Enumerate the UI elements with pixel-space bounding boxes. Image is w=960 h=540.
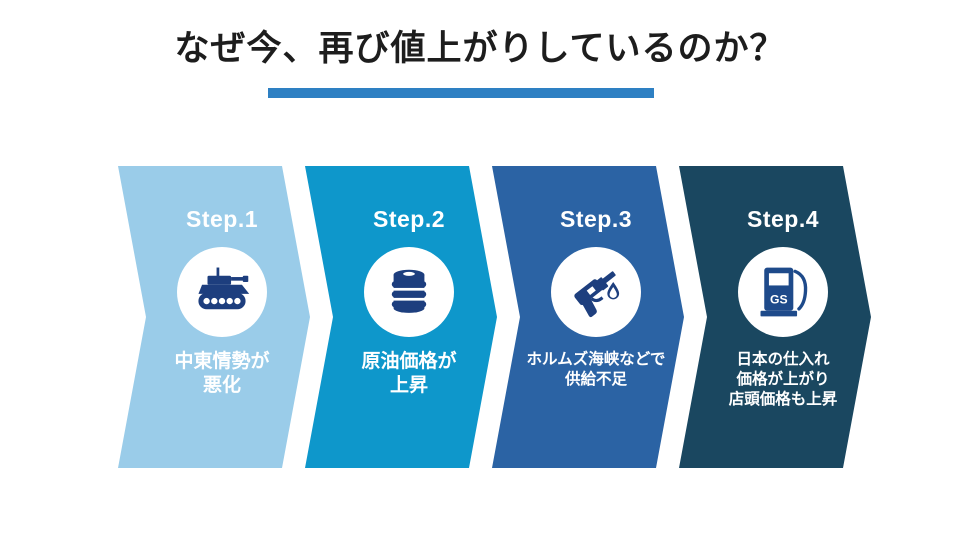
- step-chevron-4: Step.4 GS 日本の仕入れ 価格が上がり 店頭価格も上昇: [679, 166, 871, 468]
- step-chevron-2: Step.2 原油価格が 上昇: [305, 166, 497, 468]
- gas-pump-icon: GS: [753, 262, 813, 322]
- fuel-nozzle-icon: [567, 263, 625, 321]
- icon-circle: [364, 247, 454, 337]
- step-caption: 中東情勢が 悪化: [174, 351, 270, 397]
- step-label: Step.4: [746, 206, 820, 232]
- oil-barrel-icon: [380, 263, 438, 321]
- step-label: Step.3: [559, 206, 633, 232]
- step-caption: 日本の仕入れ 価格が上がり 店頭価格も上昇: [728, 351, 838, 408]
- step-chevron-3: Step.3 ホルムズ海峡などで 供給不足: [492, 166, 684, 468]
- step-label: Step.2: [372, 206, 446, 232]
- step-caption: 原油価格が 上昇: [361, 351, 457, 397]
- icon-circle: [551, 247, 641, 337]
- page-title: なぜ今、再び値上がりしているのか？: [174, 29, 786, 68]
- title-accent-bar: [268, 88, 654, 98]
- step-label: Step.1: [185, 206, 259, 232]
- tank-icon: [193, 263, 251, 321]
- gs-text: GS: [770, 292, 788, 306]
- icon-circle: [177, 247, 267, 337]
- step-chevron-1: Step.1 中東情勢が 悪化: [118, 166, 310, 468]
- step-caption: ホルムズ海峡などで 供給不足: [526, 351, 666, 388]
- icon-circle: GS: [738, 247, 828, 337]
